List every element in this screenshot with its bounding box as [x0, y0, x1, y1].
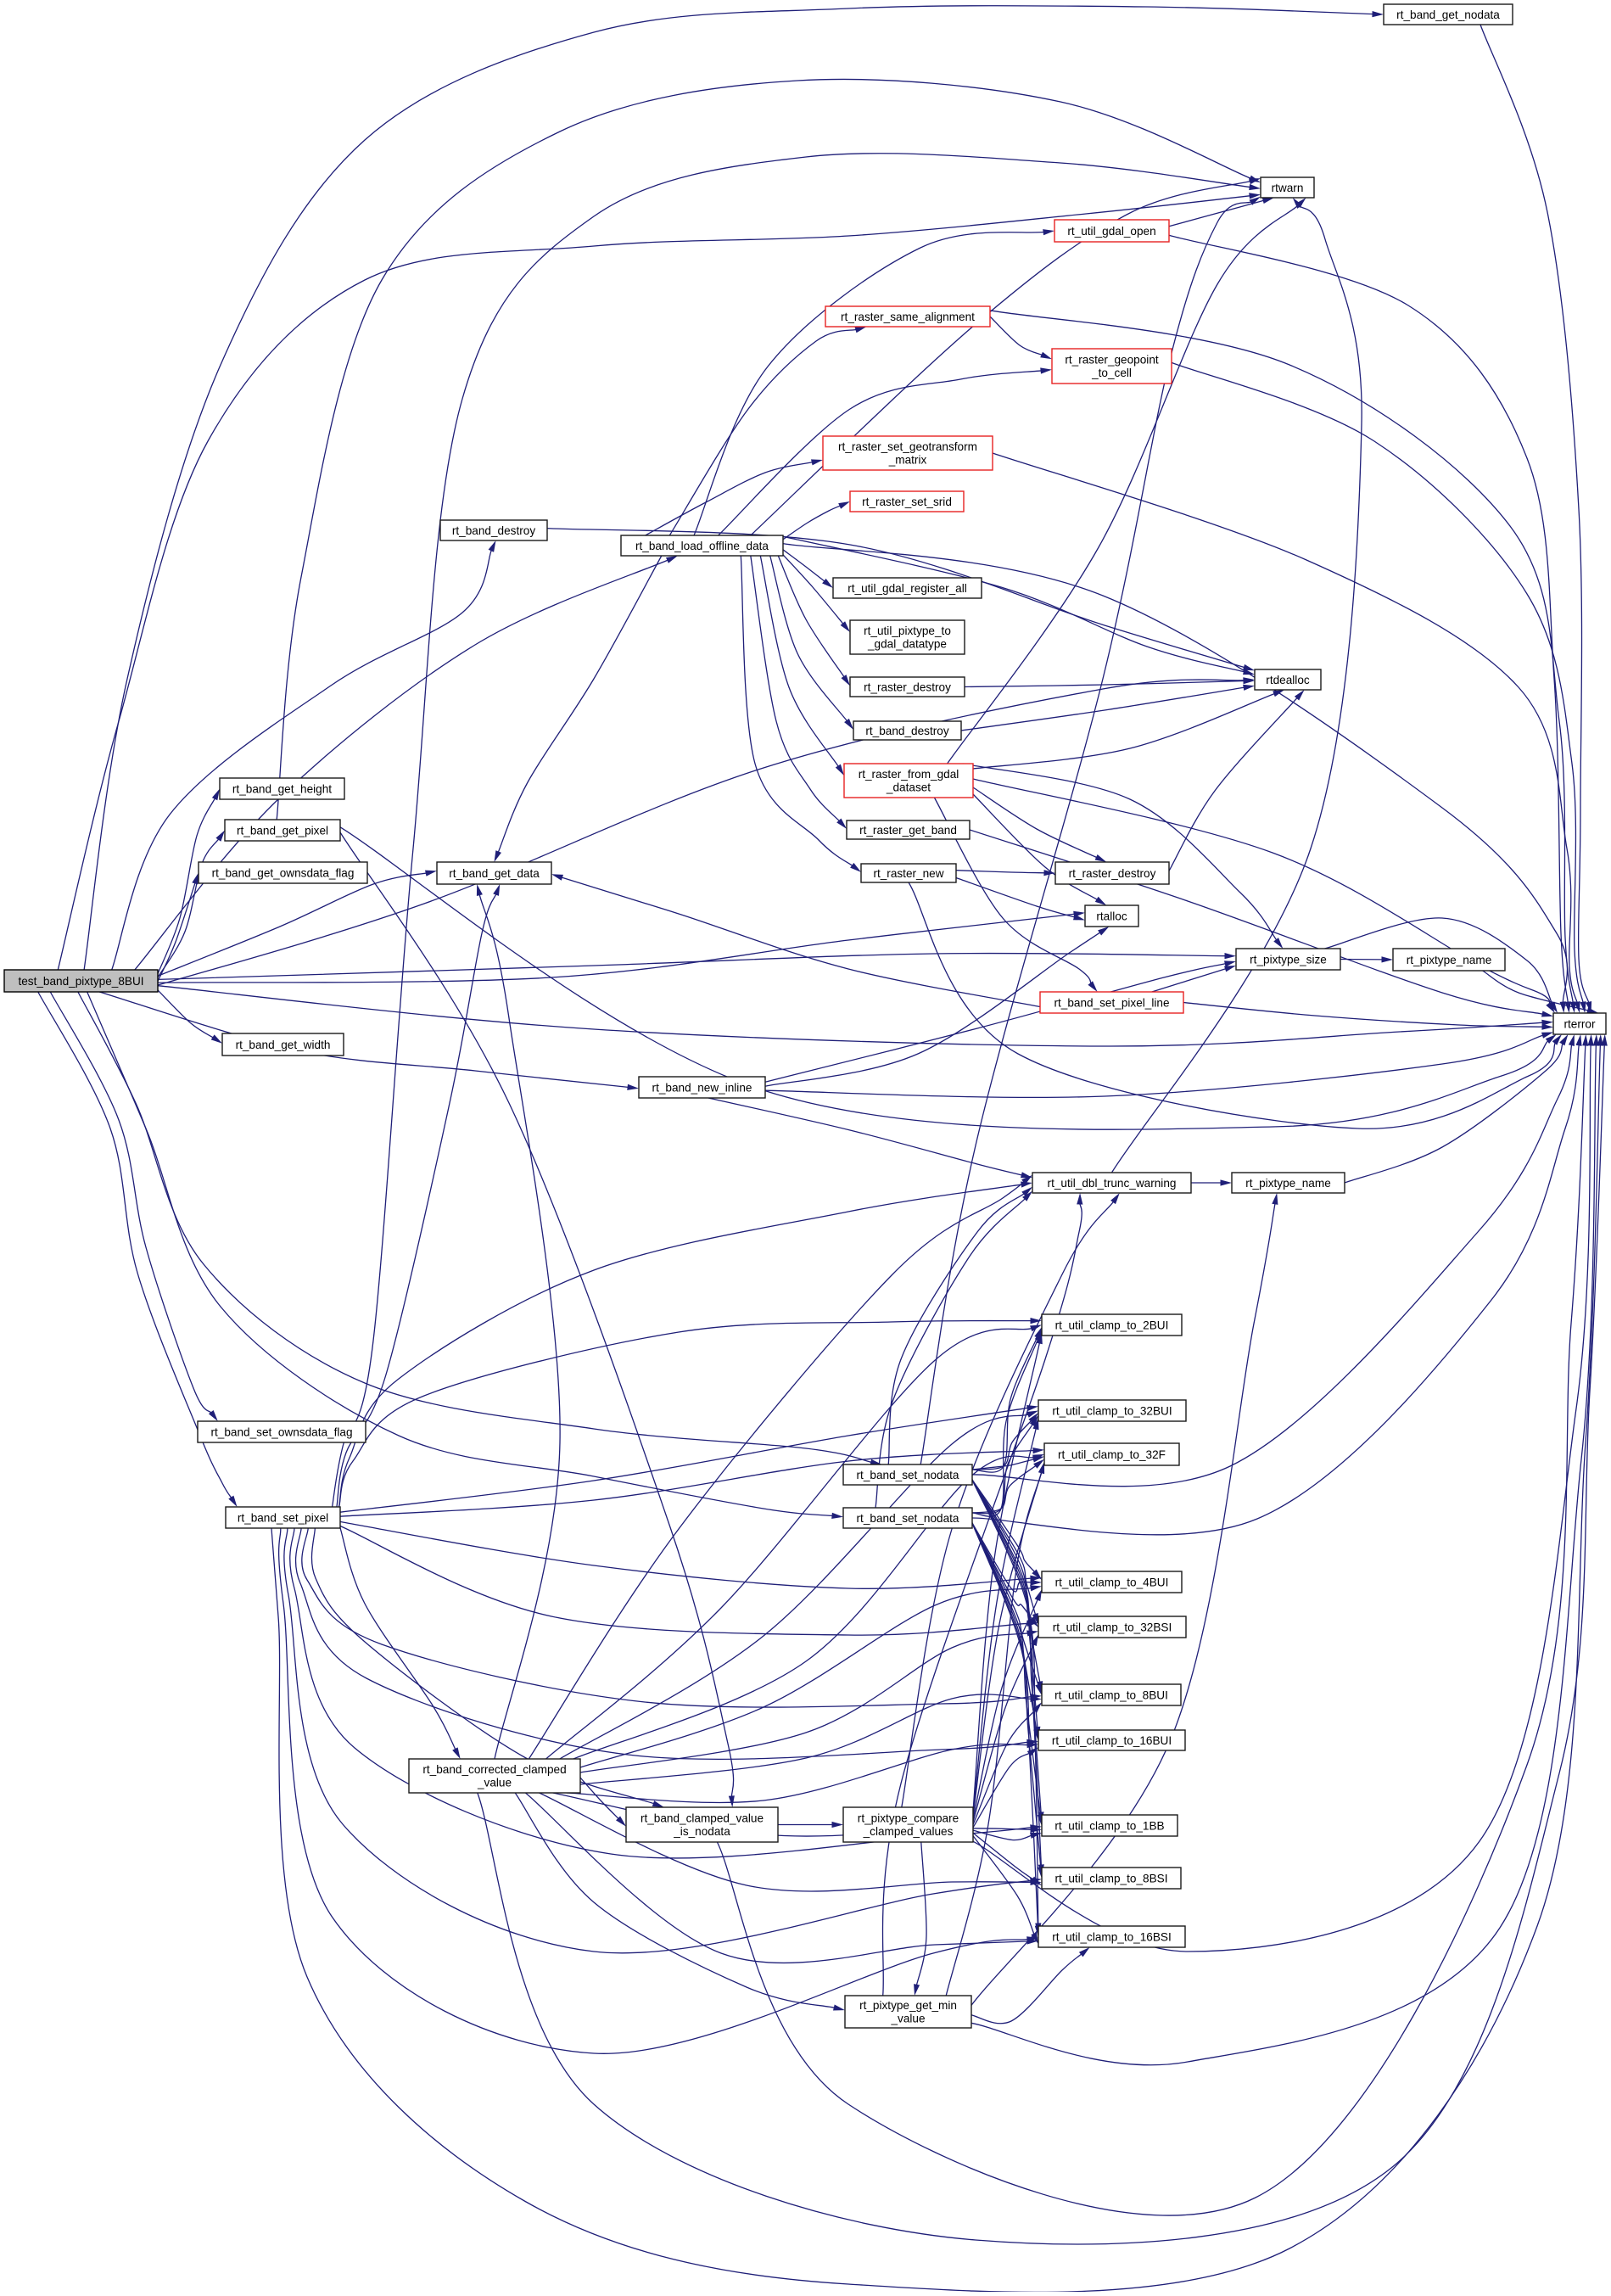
svg-text:rt_raster_from_gdal: rt_raster_from_gdal — [859, 768, 959, 781]
svg-text:_value: _value — [477, 1777, 512, 1789]
svg-text:rt_util_clamp_to_8BUI: rt_util_clamp_to_8BUI — [1054, 1688, 1168, 1701]
svg-text:rt_raster_destroy: rt_raster_destroy — [864, 680, 951, 693]
svg-text:rt_util_clamp_to_2BUI: rt_util_clamp_to_2BUI — [1055, 1319, 1169, 1331]
svg-text:rt_util_clamp_to_32F: rt_util_clamp_to_32F — [1058, 1448, 1166, 1461]
svg-text:rt_util_clamp_to_32BUI: rt_util_clamp_to_32BUI — [1052, 1404, 1172, 1417]
svg-text:rt_raster_geopoint: rt_raster_geopoint — [1065, 354, 1159, 367]
svg-text:rt_util_pixtype_to: rt_util_pixtype_to — [864, 624, 951, 637]
svg-text:_clamped_values: _clamped_values — [863, 1825, 954, 1838]
svg-text:rt_band_set_pixel_line: rt_band_set_pixel_line — [1054, 996, 1169, 1009]
svg-text:rt_band_get_nodata: rt_band_get_nodata — [1396, 8, 1500, 21]
svg-text:rt_band_corrected_clamped: rt_band_corrected_clamped — [422, 1763, 566, 1776]
svg-text:_to_cell: _to_cell — [1091, 367, 1132, 379]
svg-text:rt_util_gdal_register_all: rt_util_gdal_register_all — [847, 582, 967, 595]
svg-text:rt_band_get_width: rt_band_get_width — [236, 1039, 331, 1051]
svg-text:rtwarn: rtwarn — [1272, 182, 1304, 194]
svg-text:_value: _value — [890, 2013, 925, 2025]
svg-text:rt_raster_set_srid: rt_raster_set_srid — [862, 496, 952, 508]
svg-text:rterror: rterror — [1563, 1017, 1595, 1030]
svg-text:rt_band_set_nodata: rt_band_set_nodata — [857, 1469, 959, 1481]
svg-text:rt_raster_set_geotransform: rt_raster_set_geotransform — [838, 440, 977, 453]
svg-text:test_band_pixtype_8BUI: test_band_pixtype_8BUI — [18, 975, 143, 988]
svg-text:rt_util_dbl_trunc_warning: rt_util_dbl_trunc_warning — [1048, 1177, 1177, 1190]
svg-text:_dataset: _dataset — [886, 781, 931, 794]
svg-text:rt_raster_same_alignment: rt_raster_same_alignment — [841, 311, 975, 323]
svg-text:rt_pixtype_name: rt_pixtype_name — [1407, 954, 1492, 966]
svg-text:rt_band_destroy: rt_band_destroy — [452, 524, 535, 537]
svg-text:_matrix: _matrix — [888, 454, 927, 467]
svg-text:rtalloc: rtalloc — [1096, 910, 1127, 922]
svg-text:rt_raster_get_band: rt_raster_get_band — [859, 824, 957, 837]
svg-text:rt_pixtype_get_min: rt_pixtype_get_min — [859, 1999, 957, 2012]
svg-text:rt_util_clamp_to_32BSI: rt_util_clamp_to_32BSI — [1053, 1621, 1172, 1633]
svg-text:rt_band_clamped_value: rt_band_clamped_value — [640, 1812, 764, 1825]
svg-text:_is_nodata: _is_nodata — [673, 1825, 730, 1838]
svg-text:rt_band_get_ownsdata_flag: rt_band_get_ownsdata_flag — [212, 866, 355, 879]
svg-text:rt_band_get_height: rt_band_get_height — [232, 782, 332, 795]
svg-text:rt_band_new_inline: rt_band_new_inline — [652, 1081, 752, 1094]
svg-text:rt_band_get_data: rt_band_get_data — [449, 867, 540, 880]
svg-text:rt_raster_destroy: rt_raster_destroy — [1069, 867, 1156, 880]
svg-text:rt_raster_new: rt_raster_new — [873, 867, 943, 880]
svg-text:rt_band_get_pixel: rt_band_get_pixel — [237, 824, 328, 837]
svg-text:rt_pixtype_name: rt_pixtype_name — [1245, 1177, 1331, 1190]
svg-text:rt_util_clamp_to_4BUI: rt_util_clamp_to_4BUI — [1055, 1576, 1169, 1588]
svg-text:rt_util_clamp_to_1BB: rt_util_clamp_to_1BB — [1054, 1819, 1164, 1832]
svg-text:rt_band_set_nodata: rt_band_set_nodata — [857, 1512, 959, 1525]
svg-text:rt_band_load_offline_data: rt_band_load_offline_data — [635, 540, 769, 552]
svg-text:rt_util_clamp_to_16BUI: rt_util_clamp_to_16BUI — [1052, 1734, 1172, 1747]
svg-text:rtdealloc: rtdealloc — [1266, 674, 1310, 686]
svg-text:rt_pixtype_compare: rt_pixtype_compare — [858, 1812, 959, 1825]
svg-text:rt_util_clamp_to_16BSI: rt_util_clamp_to_16BSI — [1052, 1930, 1172, 1943]
svg-text:_gdal_datatype: _gdal_datatype — [867, 638, 947, 651]
svg-text:rt_util_gdal_open: rt_util_gdal_open — [1067, 225, 1155, 238]
svg-text:rt_band_set_ownsdata_flag: rt_band_set_ownsdata_flag — [210, 1425, 352, 1438]
svg-text:rt_util_clamp_to_8BSI: rt_util_clamp_to_8BSI — [1055, 1872, 1168, 1884]
svg-text:rt_pixtype_size: rt_pixtype_size — [1250, 953, 1327, 966]
svg-text:rt_band_destroy: rt_band_destroy — [865, 725, 948, 737]
svg-text:rt_band_set_pixel: rt_band_set_pixel — [238, 1511, 328, 1524]
